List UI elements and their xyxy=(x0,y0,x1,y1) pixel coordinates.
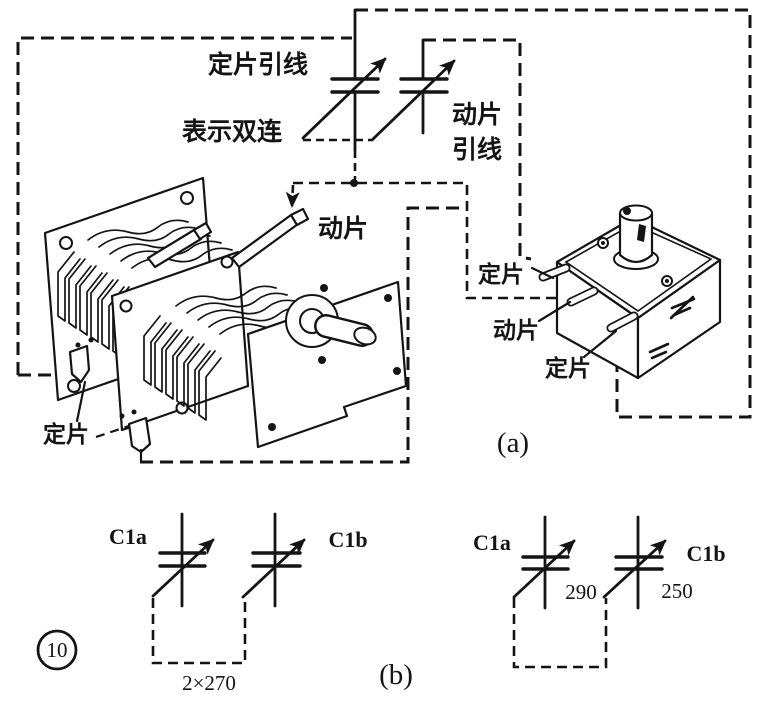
label-rotor-lead-line2: 引线 xyxy=(452,135,502,164)
c1b-arrow xyxy=(602,539,667,599)
screw xyxy=(320,284,328,292)
gang-link-dashed-u xyxy=(151,598,247,665)
top-screw-center xyxy=(665,279,669,283)
dual-cap-symbol-top xyxy=(301,8,456,152)
schematic-left-group xyxy=(151,512,306,665)
label-c1a-right: C1a xyxy=(473,530,511,555)
stator-fin xyxy=(68,258,92,329)
sealed-capacitor-illustration xyxy=(530,204,722,380)
label-sealed-rotor: 动片 xyxy=(493,317,539,343)
label-c1b-right: C1b xyxy=(686,541,725,566)
label-c1b-left: C1b xyxy=(328,527,367,552)
leader-stator-top xyxy=(530,266,555,280)
screw-hole xyxy=(67,379,81,393)
label-stator-lead: 定片引线 xyxy=(208,50,308,79)
schematic-right-group xyxy=(512,515,667,669)
mark-line xyxy=(648,342,670,354)
stator-fin xyxy=(198,350,222,421)
section2-rotor-tab xyxy=(289,207,310,227)
label-sealed-stator-bottom: 定片 xyxy=(545,355,591,381)
cap1-arrow xyxy=(301,57,387,140)
screw-hole xyxy=(180,191,194,205)
section2-stator-fins xyxy=(143,315,222,421)
label-rotor-lead-line1: 动片 xyxy=(452,101,502,129)
rotor-pin xyxy=(568,288,597,305)
label-c1a-left: C1a xyxy=(109,524,147,549)
label-rotor-top: 动片 xyxy=(318,215,368,243)
rivet xyxy=(88,337,94,343)
inner-outline-to-sealed-cap xyxy=(423,38,532,261)
rotor-vane xyxy=(197,299,299,321)
leader-stator-lug1 xyxy=(75,380,87,423)
rivet xyxy=(119,413,125,419)
case-symbol-marks xyxy=(648,295,696,360)
air-capacitor-illustration xyxy=(43,176,408,464)
rotor-vane xyxy=(175,285,277,307)
top-screw-center xyxy=(601,241,605,245)
section1-rotor-tab xyxy=(192,221,213,241)
label-dual-gang-note: 表示双连 xyxy=(182,118,283,146)
stator-fin xyxy=(154,322,178,393)
value-2x270: 2×270 xyxy=(182,671,236,695)
section2-stator-lug xyxy=(127,416,152,454)
stator-fin xyxy=(165,329,189,400)
rotor-common-connection xyxy=(285,150,573,300)
value-290: 290 xyxy=(565,580,597,604)
rivet xyxy=(131,409,137,415)
stator-pin-bottom xyxy=(608,313,637,331)
rotor-vane xyxy=(186,292,288,314)
section1-stator-lug xyxy=(68,344,91,384)
screw xyxy=(268,423,276,431)
shaft-slot-dot xyxy=(623,207,631,215)
screw xyxy=(318,356,326,364)
right-outline xyxy=(355,8,752,419)
stator-fin xyxy=(176,336,200,407)
section2-rotor-arm xyxy=(230,213,300,269)
screw-hole xyxy=(59,236,73,250)
shaft-slot xyxy=(637,224,646,242)
stator-fin xyxy=(79,265,103,336)
cap2-arrow xyxy=(370,59,456,142)
leader-rotor xyxy=(537,300,572,323)
mark-line xyxy=(669,295,695,320)
top-face-rim xyxy=(564,223,713,312)
screw-hole xyxy=(119,299,133,313)
c1b-arrow xyxy=(241,538,306,599)
figure-number-circle xyxy=(36,629,78,671)
stator-fin xyxy=(143,315,167,386)
rivet xyxy=(75,342,81,348)
stator-fin xyxy=(57,251,81,322)
caption-part-a: (a) xyxy=(497,427,529,459)
screw xyxy=(393,367,401,375)
value-250: 250 xyxy=(661,579,693,603)
association-outlines xyxy=(16,8,752,464)
middle-plate xyxy=(110,250,250,432)
label-sealed-stator-top: 定片 xyxy=(478,261,524,287)
tuning-shaft xyxy=(618,211,654,264)
shaft-tip xyxy=(353,326,377,346)
junction-dot xyxy=(350,179,358,187)
label-stator-mech: 定片 xyxy=(43,421,89,447)
figure-number: 10 xyxy=(47,638,68,662)
stator-fin xyxy=(187,343,211,414)
left-outline-lower xyxy=(140,206,460,464)
screw xyxy=(384,294,392,302)
rotor-vane xyxy=(87,219,189,241)
mark-line xyxy=(650,350,668,360)
stator-fin xyxy=(90,272,114,343)
c1a-arrow xyxy=(151,538,215,598)
left-outline-top xyxy=(16,36,352,375)
gang-link-dashed-u xyxy=(512,598,608,669)
caption-part-b: (b) xyxy=(379,659,413,691)
leader-stator-lug2-dashed xyxy=(95,424,130,439)
leader-stator-bottom xyxy=(582,329,618,359)
rotor-vane xyxy=(98,226,200,248)
c1a-arrow xyxy=(512,539,576,599)
rotor-pointer-arrow xyxy=(285,184,300,208)
screw-hole xyxy=(220,255,234,269)
rotor-dashed-wire xyxy=(293,181,573,300)
